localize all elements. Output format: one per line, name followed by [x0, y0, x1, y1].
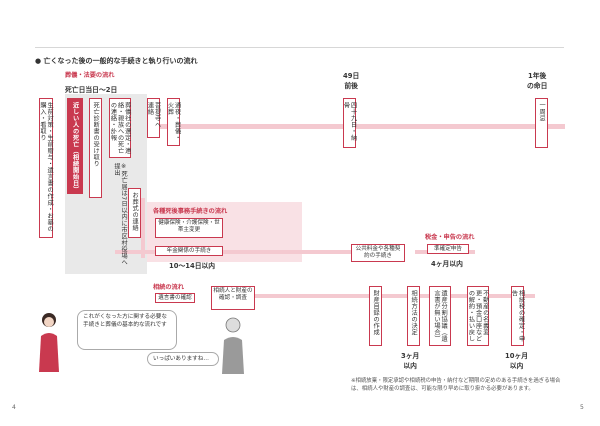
footnote: ※相続放棄・限定承認や相続税の申告・納付など期限の定めのある手続きを過ぎる場合は… — [351, 378, 561, 392]
year1-label: 1年後 の命日 — [527, 72, 548, 90]
page-right: 5 — [580, 404, 584, 411]
bodhi-box: 菩提寺へ連絡 — [147, 98, 161, 138]
left-col-box: 生前対策・生前贈与・遺言書の作成・お墓の購入・看取り — [39, 98, 53, 238]
quasi-return-box: 準確定申告 — [427, 244, 469, 254]
heading-text: 亡くなった後の一般的な手続きと執り行いの流れ — [43, 57, 198, 65]
vertical-connector — [141, 198, 145, 258]
register-box: 不動産の名義変更・預金口座などの解約・払い戻し — [467, 286, 489, 346]
tax-return-box: 相続税の確定・申告 — [511, 286, 525, 346]
page-left: 4 — [12, 404, 16, 411]
nanoka-box: 四十九日・納骨 — [343, 98, 357, 148]
woman-bubble: これがくなった方に関する必要な手続きと葬儀の基本的な流れです — [77, 310, 177, 350]
pension-box: 年金関係の手続き — [155, 246, 223, 256]
pension-arrow — [115, 250, 385, 254]
months3-label: 3ヶ月 以内 — [401, 352, 420, 370]
section-funeral: 葬儀・法要の流れ — [65, 72, 115, 79]
family-contact-box: 葬儀社の選定・連絡・親族への死亡の連絡・訃報 — [109, 98, 131, 158]
section-post-death: 各種死後事務手続きの流れ — [153, 208, 228, 215]
insurance-box: 健康保険・介護保険・世帯主変更 — [155, 218, 223, 238]
man-illustration — [217, 314, 249, 374]
man-bubble: いっぱいありますね… — [147, 352, 219, 366]
section-inheritance: 相続の流れ — [153, 284, 184, 291]
inheritance-arrow — [235, 294, 535, 298]
list-box: 財産目録の作成 — [369, 286, 382, 346]
death-box: 近しい人の死亡（相続開始日） — [67, 98, 83, 194]
woman-illustration — [35, 310, 63, 372]
method-box: 相続方法の決定 — [407, 286, 420, 346]
months4-label: 4ヶ月以内 — [431, 260, 463, 268]
section-tax: 税金・申告の流れ — [425, 234, 475, 241]
misc-box: 公共料金や各種契約の手続き — [351, 244, 405, 262]
wake-box: 通夜・葬儀・火葬 — [167, 98, 181, 146]
funeral-arrow — [147, 124, 565, 129]
diagram-heading: ● 亡くなった後の一般的な手続きと執り行いの流れ — [35, 57, 198, 65]
day49-label: 49日 前後 — [343, 72, 360, 90]
funeral-contact-box: お葬式の連絡 — [128, 188, 141, 238]
heirs-box: 相続人と財産の確認・調査 — [211, 286, 255, 310]
division-box: 遺産分割協議（遺言書が無い場合） — [429, 286, 451, 346]
months10-label: 10ヶ月 以内 — [505, 352, 529, 370]
days10-14-label: 10〜14日以内 — [169, 262, 216, 270]
cert-box: 死亡診断書の受け取り — [89, 98, 102, 198]
flow-diagram-page: ● 亡くなった後の一般的な手続きと執り行いの流れ 葬儀・法要の流れ 死亡日当日〜… — [35, 47, 565, 400]
notice-box: ※死亡届は7日以内に市区村役場へ提出 — [113, 163, 128, 266]
will-check-box: 遺言書の確認 — [155, 293, 195, 303]
isshuki-box: 一周忌 — [535, 98, 548, 148]
day0-label: 死亡日当日〜2日 — [65, 86, 118, 94]
